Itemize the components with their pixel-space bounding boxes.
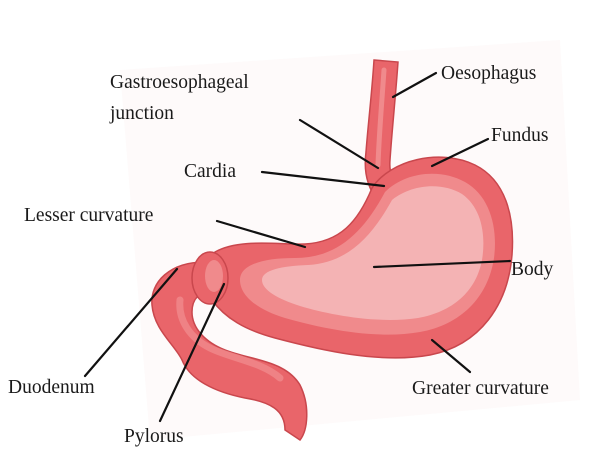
greater-curvature-label: Greater curvature: [412, 378, 549, 399]
oesophagus-label: Oesophagus: [441, 63, 536, 84]
body-label: Body: [511, 259, 554, 280]
duodenum-label: Duodenum: [8, 377, 95, 398]
pylorus-label: Pylorus: [124, 426, 184, 447]
cardia-label: Cardia: [184, 161, 236, 182]
pylorus-shape: [192, 252, 228, 304]
fundus-label: Fundus: [491, 125, 548, 146]
lesser-curvature-label: Lesser curvature: [24, 205, 153, 226]
ge-junction-label-line2: junction: [109, 103, 174, 124]
ge-junction-label-line1: Gastroesophageal: [110, 72, 249, 93]
